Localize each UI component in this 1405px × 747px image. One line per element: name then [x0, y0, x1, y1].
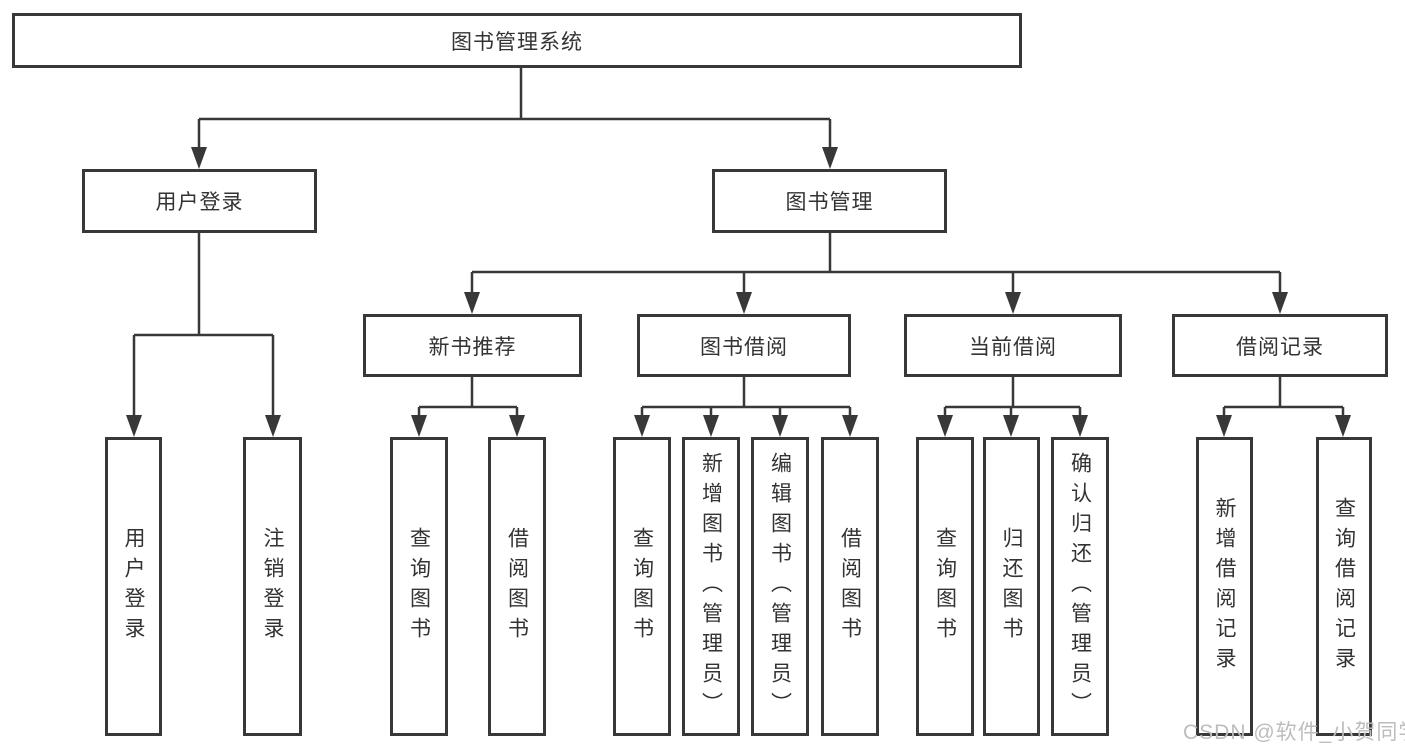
leaf-current-query-books-label: 查询图书 — [933, 526, 957, 647]
leaf-current-confirm-return-admin: 确认归还（管理员） — [1051, 437, 1109, 736]
node-book-management: 图书管理 — [712, 169, 947, 233]
leaf-borrow-borrow-books-label: 借阅图书 — [838, 526, 862, 647]
leaf-current-query-books: 查询图书 — [916, 437, 974, 736]
leaf-logout: 注销登录 — [243, 437, 302, 736]
leaf-current-return-books: 归还图书 — [983, 437, 1040, 736]
leaf-borrow-add-books-admin: 新增图书（管理员） — [682, 437, 740, 736]
node-book-borrowing: 图书借阅 — [637, 314, 851, 377]
node-new-book-recommend: 新书推荐 — [363, 314, 582, 377]
leaf-current-confirm-return-admin-label: 确认归还（管理员） — [1068, 451, 1092, 722]
leaf-borrow-query-books: 查询图书 — [613, 437, 671, 736]
leaf-borrow-borrow-books: 借阅图书 — [821, 437, 879, 736]
node-root: 图书管理系统 — [12, 13, 1022, 68]
leaf-user-login: 用户登录 — [105, 437, 162, 736]
leaf-records-add-record-label: 新增借阅记录 — [1213, 496, 1236, 677]
node-borrowing-records: 借阅记录 — [1172, 314, 1388, 377]
leaf-newrec-query-books: 查询图书 — [390, 437, 448, 736]
leaf-borrow-add-books-admin-label: 新增图书（管理员） — [699, 451, 723, 722]
leaf-user-login-label: 用户登录 — [122, 526, 145, 647]
leaf-borrow-edit-books-admin: 编辑图书（管理员） — [751, 437, 809, 736]
connector-stroke — [132, 68, 1345, 418]
leaf-borrow-query-books-label: 查询图书 — [630, 526, 654, 647]
csdn-watermark: CSDN @软件_小贺同学 — [1183, 721, 1405, 744]
arrowheads — [126, 147, 1351, 437]
leaf-current-return-books-label: 归还图书 — [1000, 526, 1023, 647]
leaf-records-query-record-label: 查询借阅记录 — [1332, 496, 1356, 677]
leaf-newrec-borrow-books-label: 借阅图书 — [505, 526, 529, 647]
leaf-newrec-borrow-books: 借阅图书 — [488, 437, 546, 736]
node-current-borrowing: 当前借阅 — [904, 314, 1122, 377]
leaf-borrow-edit-books-admin-label: 编辑图书（管理员） — [768, 451, 792, 722]
leaf-newrec-query-books-label: 查询图书 — [407, 526, 431, 647]
leaf-records-add-record: 新增借阅记录 — [1196, 437, 1253, 736]
node-user-login-group: 用户登录 — [82, 169, 317, 233]
leaf-logout-label: 注销登录 — [261, 526, 284, 647]
leaf-records-query-record: 查询借阅记录 — [1316, 437, 1372, 736]
